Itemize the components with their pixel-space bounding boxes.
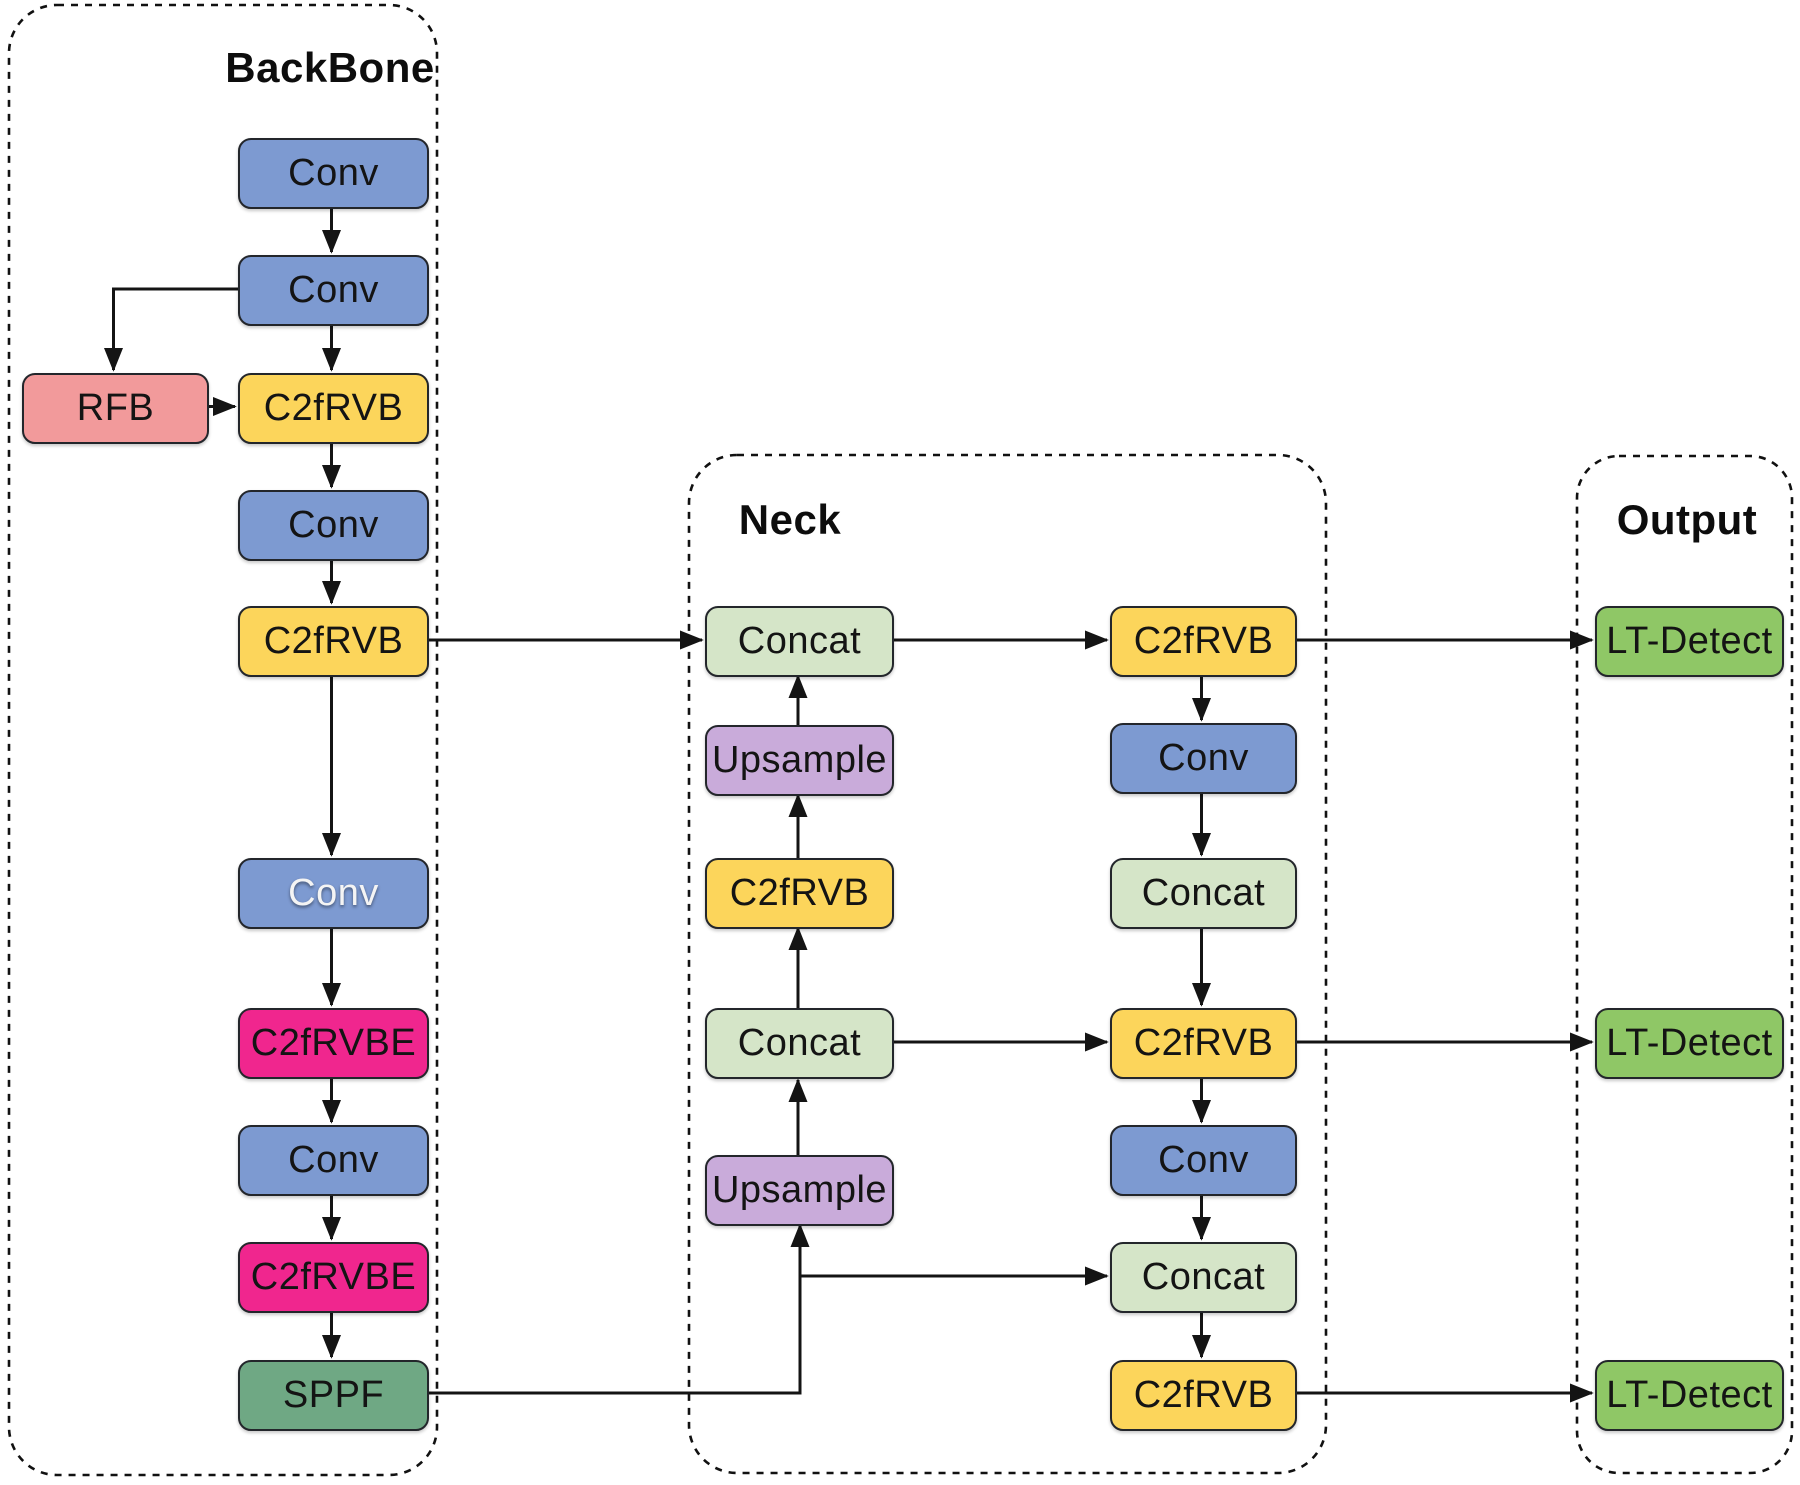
output-outline — [1575, 454, 1794, 1475]
node-neck-concat-mid: Concat — [705, 1008, 894, 1079]
node-output-lt-detect-3: LT-Detect — [1595, 1360, 1784, 1431]
backbone-title: BackBone — [225, 44, 435, 91]
neck-outline — [687, 453, 1328, 1475]
node-backbone-sppf: SPPF — [238, 1360, 429, 1431]
node-neck-concat-right-1: Concat — [1110, 858, 1297, 929]
node-neck-conv-right-1: Conv — [1110, 723, 1297, 794]
node-backbone-conv-2: Conv — [238, 255, 429, 326]
node-neck-concat-top: Concat — [705, 606, 894, 677]
neck-title: Neck — [738, 496, 842, 543]
edge-conv2-rfb — [103, 287, 238, 372]
node-backbone-conv-1: Conv — [238, 138, 429, 209]
node-output-lt-detect-1: LT-Detect — [1595, 606, 1784, 677]
node-neck-c2frvb-right-2: C2fRVB — [1110, 1008, 1297, 1079]
node-backbone-conv-4: Conv — [238, 858, 429, 929]
node-backbone-c2frvbe-2: C2fRVBE — [238, 1242, 429, 1313]
node-backbone-rfb: RFB — [22, 373, 209, 444]
node-neck-c2frvb-right-1: C2fRVB — [1110, 606, 1297, 677]
node-output-lt-detect-2: LT-Detect — [1595, 1008, 1784, 1079]
node-backbone-c2frvb-1: C2fRVB — [238, 373, 429, 444]
node-neck-c2frvb-right-3: C2fRVB — [1110, 1360, 1297, 1431]
node-neck-c2frvb-left: C2fRVB — [705, 858, 894, 929]
node-backbone-c2frvb-2: C2fRVB — [238, 606, 429, 677]
output-title: Output — [1616, 496, 1758, 543]
backbone-outline — [7, 3, 439, 1477]
node-backbone-c2frvbe-1: C2fRVBE — [238, 1008, 429, 1079]
edge-sppf-upsample-bot — [425, 1223, 810, 1395]
node-backbone-conv-5: Conv — [238, 1125, 429, 1196]
node-neck-conv-right-2: Conv — [1110, 1125, 1297, 1196]
node-neck-upsample-top: Upsample — [705, 725, 894, 796]
node-backbone-conv-3: Conv — [238, 490, 429, 561]
node-neck-upsample-bottom: Upsample — [705, 1155, 894, 1226]
node-neck-concat-right-2: Concat — [1110, 1242, 1297, 1313]
